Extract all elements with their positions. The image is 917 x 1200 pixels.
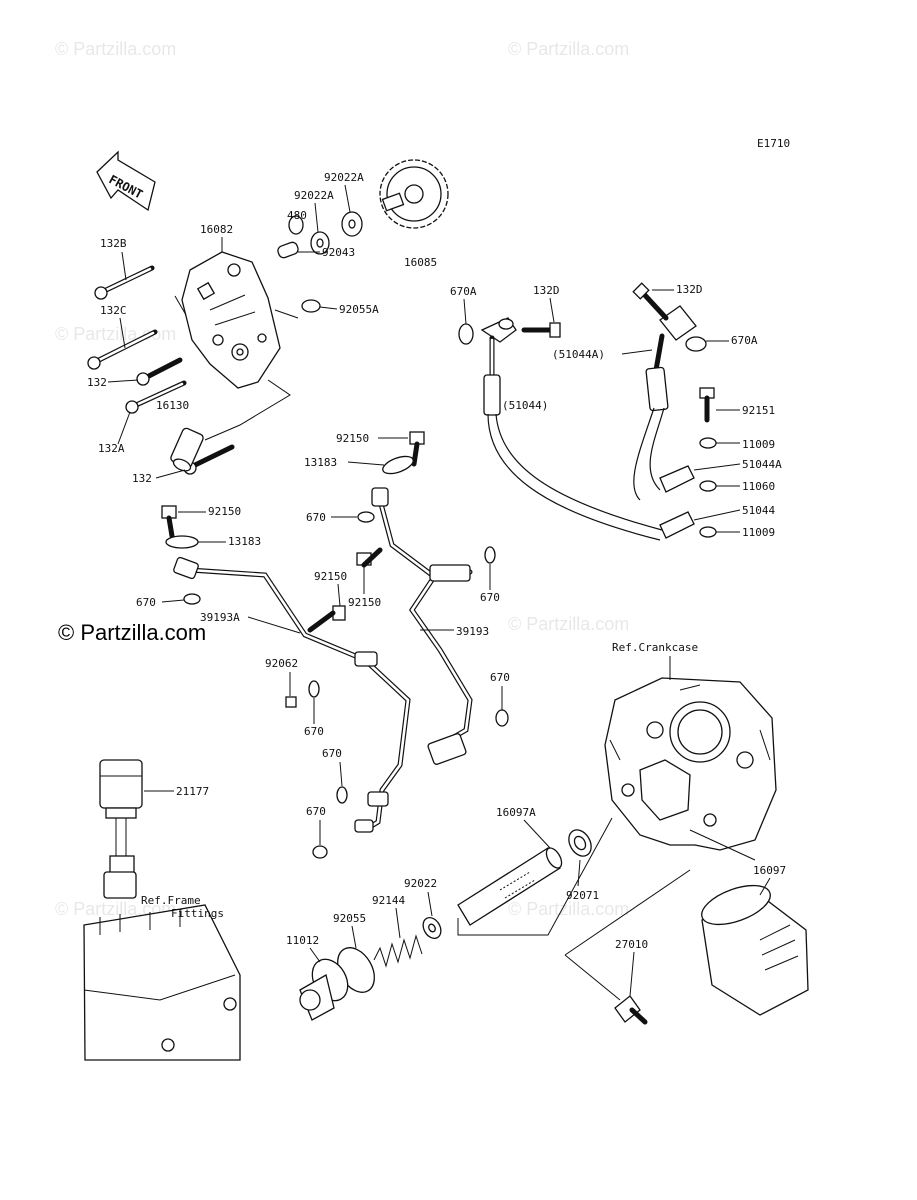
pipe-16130 [170, 427, 204, 472]
part-label: 92150 [314, 570, 347, 583]
part-label: 670 [480, 591, 500, 604]
watermark: © Partzilla.com [55, 39, 176, 59]
washer-92022A [310, 211, 363, 255]
switch-21177 [99, 759, 143, 899]
frame-ref-label: Ref.Frame [141, 894, 201, 907]
part-label: 670 [306, 511, 326, 524]
part-label: 132 [87, 376, 107, 389]
part-label: 13183 [304, 456, 337, 469]
watermark: © Partzilla.com [55, 899, 176, 919]
collar-92043 [277, 241, 299, 259]
washer-92022 [422, 917, 442, 939]
part-label: 21177 [176, 785, 209, 798]
gear-16085 [379, 159, 449, 229]
strainer-16097A [457, 817, 613, 936]
part-label: 132D [676, 283, 703, 296]
part-label: (51044A) [552, 348, 605, 361]
part-label: 92144 [372, 894, 405, 907]
bolt-132D [521, 282, 669, 338]
part-label: 92150 [348, 596, 381, 609]
plug-11012 [299, 958, 349, 1021]
part-label: 16085 [404, 256, 437, 269]
jet-92062 [285, 696, 297, 708]
banjo-bolt-92151 [699, 387, 715, 423]
spring-92144 [373, 934, 423, 968]
part-label: 480 [287, 209, 307, 222]
part-label: 92150 [208, 505, 241, 518]
part-label: 92071 [566, 889, 599, 902]
part-label: 92062 [265, 657, 298, 670]
oil-hose-51044 [480, 317, 695, 541]
part-label: 39193A [200, 611, 240, 624]
oring-92055A [301, 299, 321, 313]
frame-fittings [83, 904, 241, 1061]
part-label: 132A [98, 442, 125, 455]
part-label: 16130 [156, 399, 189, 412]
diagram-code: E1710 [757, 137, 790, 150]
pipe-39193A [173, 556, 411, 833]
part-label: 670 [490, 671, 510, 684]
crankcase-ref-label: Ref.Crankcase [612, 641, 698, 654]
plates-13183 [165, 455, 414, 549]
part-label: 92055A [339, 303, 379, 316]
pipe-39193 [371, 487, 473, 765]
watermark: © Partzilla.com [508, 39, 629, 59]
oil-hose-51044A [633, 305, 697, 501]
watermark: © Partzilla.com [508, 899, 629, 919]
part-label: 92043 [322, 246, 355, 259]
part-label: 92150 [336, 432, 369, 445]
part-label: 11009 [742, 526, 775, 539]
part-label: 92022 [404, 877, 437, 890]
part-label: 51044 [742, 504, 775, 517]
watermark: © Partzilla.com [508, 614, 629, 634]
part-label: 92022A [324, 171, 364, 184]
part-label: 51044A [742, 458, 782, 471]
watermark-main: © Partzilla.com [58, 620, 206, 645]
part-label: 670 [136, 596, 156, 609]
part-label: 13183 [228, 535, 261, 548]
bolt-132A [125, 380, 187, 414]
part-label: 92151 [742, 404, 775, 417]
part-label: 132 [132, 472, 152, 485]
part-label: 670 [304, 725, 324, 738]
part-label: 670A [731, 334, 758, 347]
part-label: 670A [450, 285, 477, 298]
bolt-132 [136, 357, 183, 386]
part-label: 670 [306, 805, 326, 818]
orings-670A [458, 323, 707, 352]
washers-right [699, 437, 717, 538]
oil-pump-16082 [181, 251, 281, 389]
part-label: 11060 [742, 480, 775, 493]
bolts-92150 [161, 431, 425, 633]
orings-670 [183, 511, 509, 859]
part-label: 39193 [456, 625, 489, 638]
watermark-layer: © Partzilla.com © Partzilla.com © Partzi… [55, 39, 629, 919]
pump-leader-lines [174, 295, 299, 441]
part-label: 11012 [286, 934, 319, 947]
front-arrow-icon: FRONT [96, 150, 156, 212]
part-label: (51044) [502, 399, 548, 412]
part-label: 132D [533, 284, 560, 297]
circlip-480 [288, 215, 304, 235]
bolt-132B [94, 265, 155, 300]
part-label: 16097 [753, 864, 786, 877]
switch-27010 [564, 954, 648, 1025]
part-label: 16082 [200, 223, 233, 236]
oil-filter-16097 [564, 829, 809, 1016]
crankcase [604, 677, 777, 851]
part-label: 670 [322, 747, 342, 760]
watermark: © Partzilla.com [55, 324, 176, 344]
frame-ref-label: Fittings [171, 907, 224, 920]
part-label: 11009 [742, 438, 775, 451]
part-label: 92055 [333, 912, 366, 925]
part-label: 16097A [496, 806, 536, 819]
oring-92071 [568, 829, 592, 857]
part-label: 132B [100, 237, 127, 250]
part-label: 27010 [615, 938, 648, 951]
part-label: 92022A [294, 189, 334, 202]
part-label: 132C [100, 304, 127, 317]
